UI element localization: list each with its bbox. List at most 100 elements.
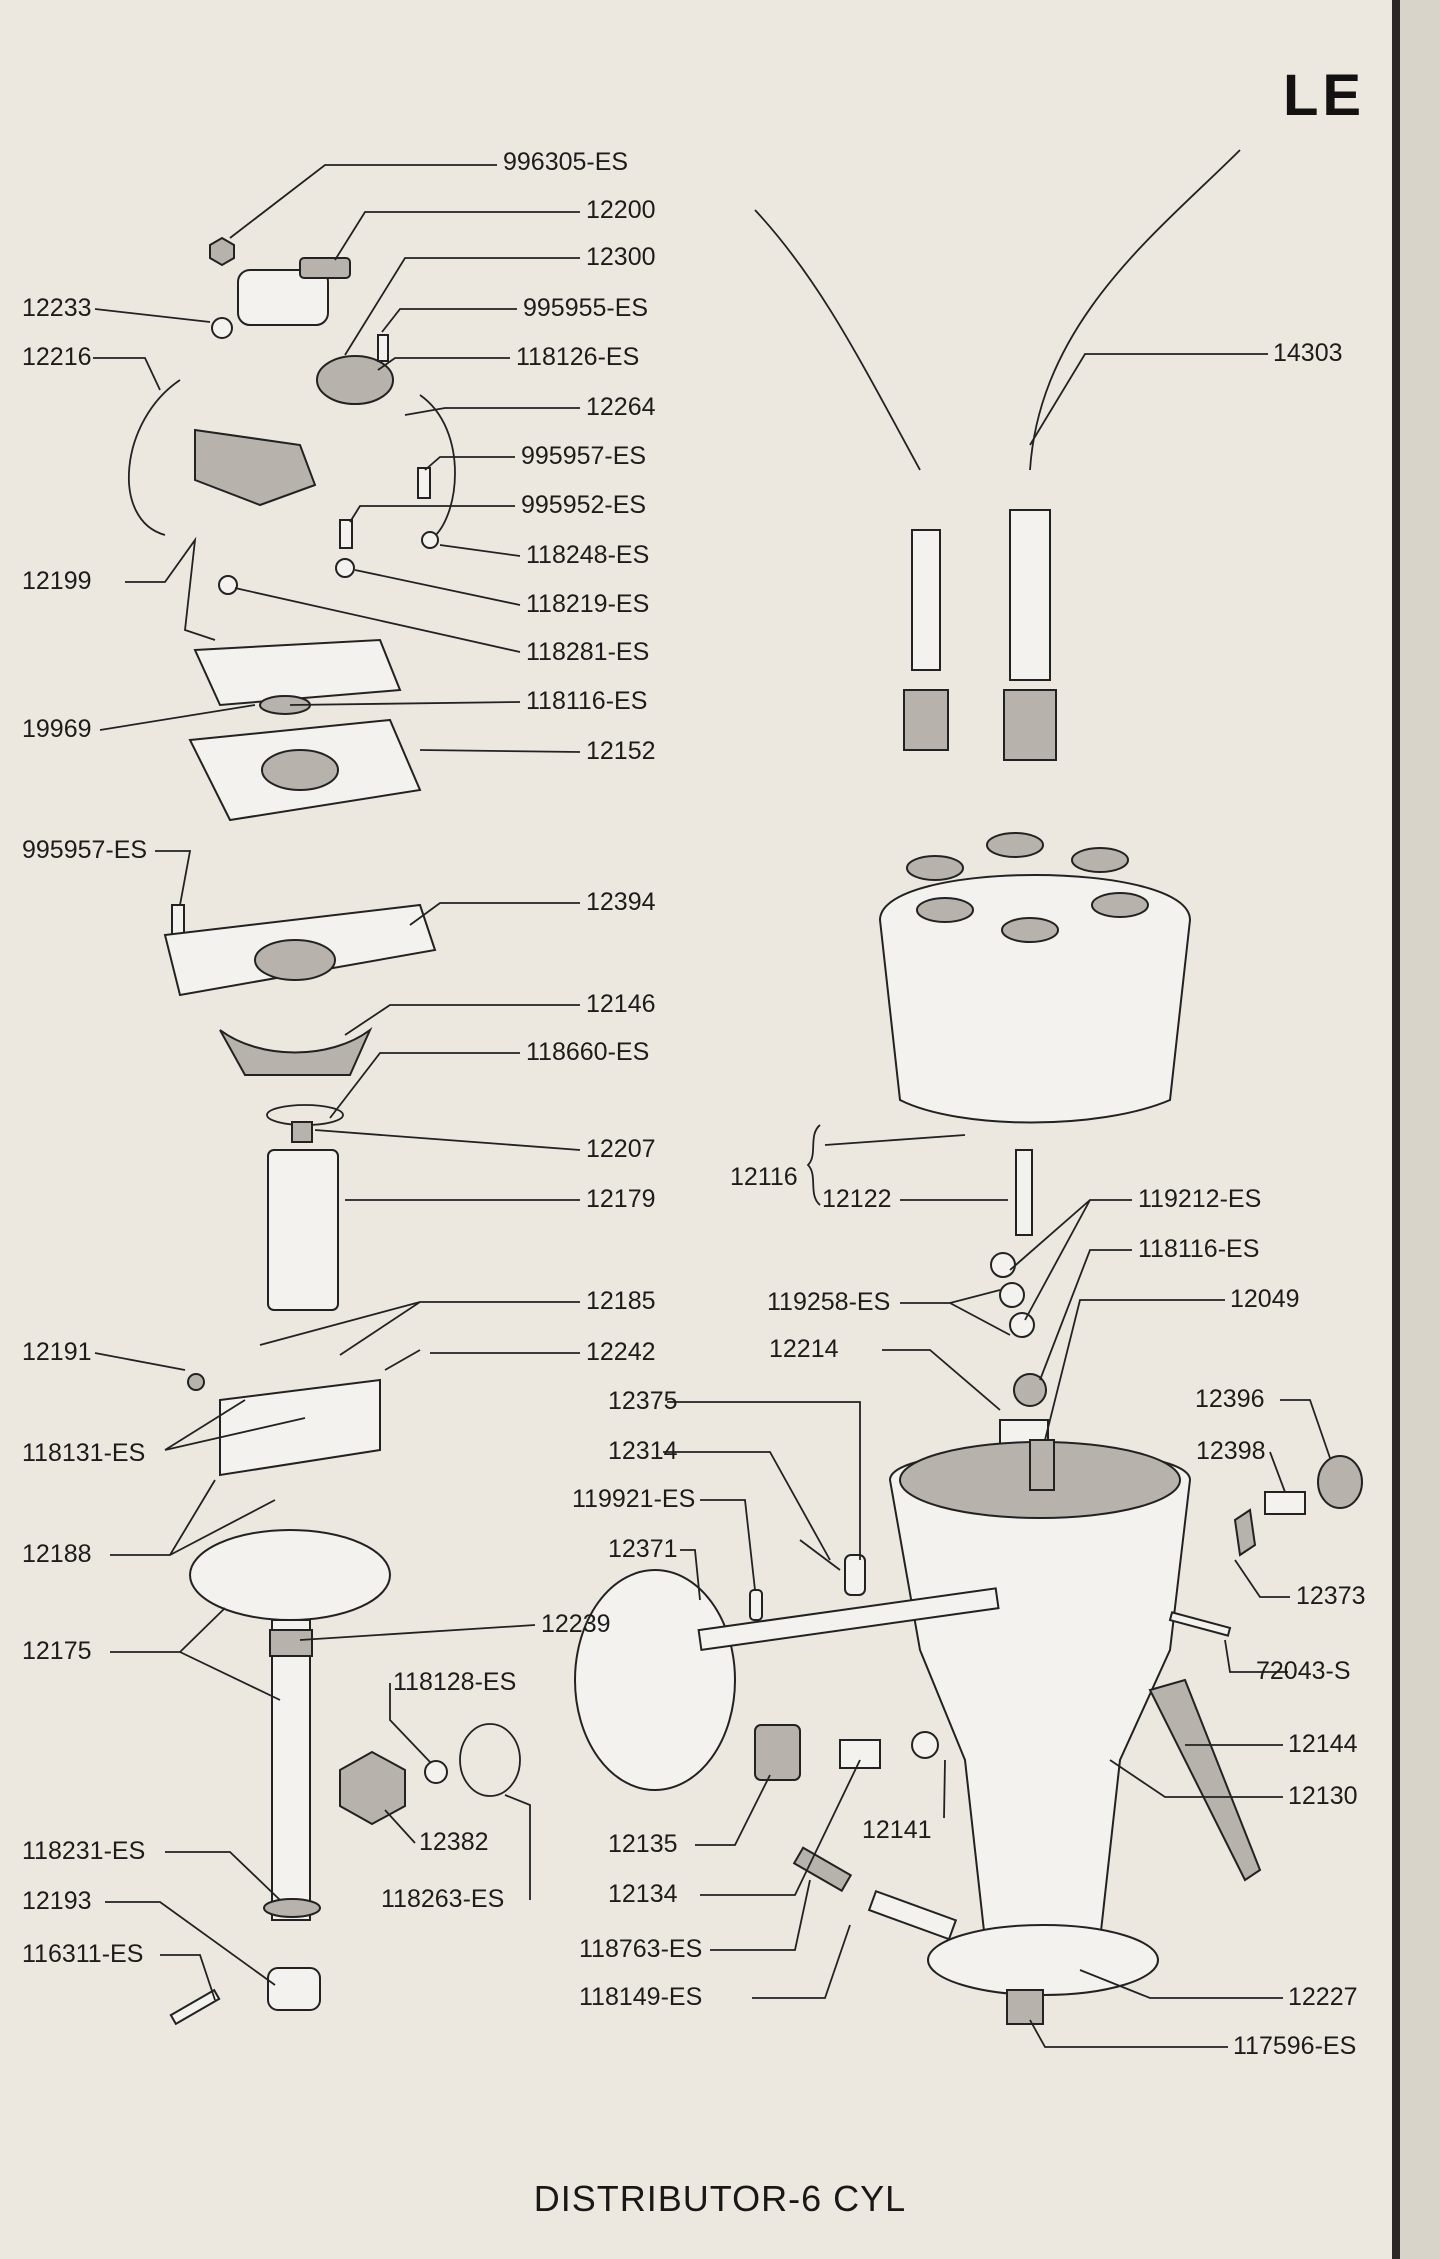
contact-points-group [127,236,456,822]
label-12141: 12141 [862,1816,932,1844]
label-995957a: 995957-ES [521,442,647,470]
label-12049: 12049 [1230,1285,1300,1313]
label-118116b: 118116-ES [1138,1235,1260,1263]
nut-996305 [209,236,235,267]
label-12371: 12371 [608,1535,678,1563]
screw-995957 [417,467,431,499]
label-12200: 12200 [586,196,656,224]
cap-tower-5 [1001,917,1059,943]
spring-12398 [1264,1491,1306,1515]
plate-12394-hole [254,939,336,981]
pin-12207 [291,1121,313,1143]
screw-995955 [377,334,389,362]
label-14303: 14303 [1273,339,1343,367]
cable-left [754,209,921,471]
cap-tower-1 [906,855,964,881]
washer-118281 [218,575,238,595]
base-flange-12227 [927,1924,1159,1996]
washer-3 [1009,1312,1035,1338]
collar-12193 [267,1967,321,2011]
breaker-arm-12199 [194,428,317,507]
label-12130: 12130 [1288,1782,1358,1810]
contact-plate [193,638,402,707]
vacuum-unit-12371 [574,1569,736,1791]
pin-72043 [1168,1611,1232,1637]
plug-12382 [339,1750,406,1826]
label-12146: 12146 [586,990,656,1018]
page-edge-right [1392,0,1400,2259]
label-118149: 118149-ES [579,1983,703,2011]
leader-lines [93,164,1331,2048]
label-996305: 996305-ES [503,148,629,176]
label-12264: 12264 [586,393,656,421]
label-118248: 118248-ES [526,541,650,569]
pin-116311 [169,1988,221,2026]
page-code: LE [1283,63,1366,128]
label-12175: 12175 [22,1637,92,1665]
label-995957b: 995957-ES [22,836,148,864]
label-118116a: 118116-ES [526,687,648,715]
vacuum-arm [697,1587,1000,1652]
block-117596 [1006,1989,1044,2025]
label-118131: 118131-ES [22,1439,146,1467]
bolt-118149 [867,1889,958,1941]
washer-118219 [335,558,355,578]
label-12185: 12185 [586,1287,656,1315]
cap-tower-2 [986,832,1044,858]
plate-12175 [189,1529,391,1621]
label-12375: 12375 [608,1387,678,1415]
plate-12146 [219,1026,373,1076]
brace-12116 [806,1124,821,1206]
label-12314: 12314 [608,1437,678,1465]
cap-tower-6 [1091,892,1149,918]
nut-118763 [792,1846,853,1893]
label-118128: 118128-ES [393,1668,517,1696]
gear-12239 [269,1629,313,1657]
gasket-118263 [459,1723,521,1797]
cam-12179 [267,1149,339,1311]
label-12382: 12382 [419,1828,489,1856]
washer-4 [1013,1373,1047,1407]
diagram-title: DISTRIBUTOR-6 CYL [533,2178,907,2219]
screw-12233 [211,317,233,339]
label-12239: 12239 [541,1610,611,1638]
label-12152: 12152 [586,737,656,765]
distributor-body-12130 [888,1449,1192,1941]
label-118660: 118660-ES [526,1038,650,1066]
label-119212: 119212-ES [1138,1185,1262,1213]
label-12373: 12373 [1296,1582,1366,1610]
condenser-12300 [316,355,394,405]
label-72043: 72043-S [1256,1657,1351,1685]
label-116311: 116311-ES [22,1940,144,1968]
spring-12314 [799,1539,841,1571]
label-12188: 12188 [22,1540,92,1568]
label-118231: 118231-ES [22,1837,146,1865]
label-12207: 12207 [586,1135,656,1163]
label-12398: 12398 [1196,1437,1266,1465]
label-12242: 12242 [586,1338,656,1366]
cap-tower-4 [916,897,974,923]
label-119921: 119921-ES [572,1485,696,1513]
clip-12373 [1233,1508,1257,1557]
connector-left-nut [903,689,949,751]
cap-tower-3 [1071,847,1129,873]
label-118281: 118281-ES [526,638,650,666]
weights-12188 [219,1378,381,1477]
condenser-bracket [299,257,351,279]
spring-12242 [384,1349,421,1371]
pin-12375 [844,1554,866,1596]
condenser-12200 [237,269,329,326]
adjuster-12135 [754,1724,801,1781]
label-118763: 118763-ES [579,1935,703,1963]
label-12233: 12233 [22,294,92,322]
label-118219: 118219-ES [526,590,650,618]
label-12116: 12116 [730,1163,798,1191]
washer-118248 [421,531,439,549]
pin-119921 [749,1589,763,1621]
label-119258: 119258-ES [767,1288,891,1316]
advance-mechanism-group [163,903,521,2026]
lever-12144 [1148,1678,1262,1882]
screw-995952 [339,519,353,549]
label-995955: 995955-ES [523,294,649,322]
